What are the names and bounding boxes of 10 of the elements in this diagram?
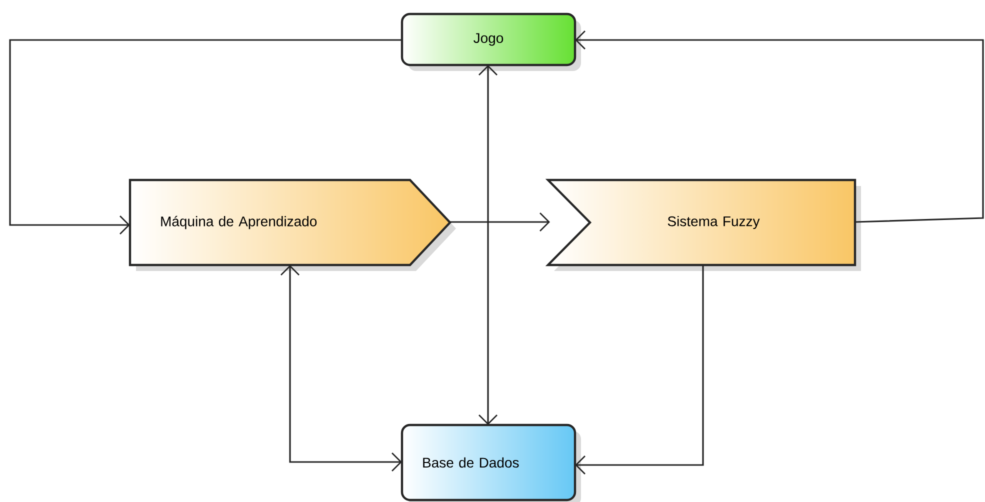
arrow: [450, 212, 550, 232]
arrow: [280, 265, 402, 472]
arrow: [575, 30, 984, 223]
arrow: [575, 265, 704, 474]
pentagon-box: Máquina de Aprendizado: [128, 178, 456, 271]
arrow: [478, 65, 498, 425]
chevron-box: Sistema Fuzzy: [545, 178, 861, 271]
arrow: [9, 39, 402, 234]
rounded-box: Jogo: [400, 12, 581, 71]
rounded-box: Base de Dados: [400, 424, 581, 502]
